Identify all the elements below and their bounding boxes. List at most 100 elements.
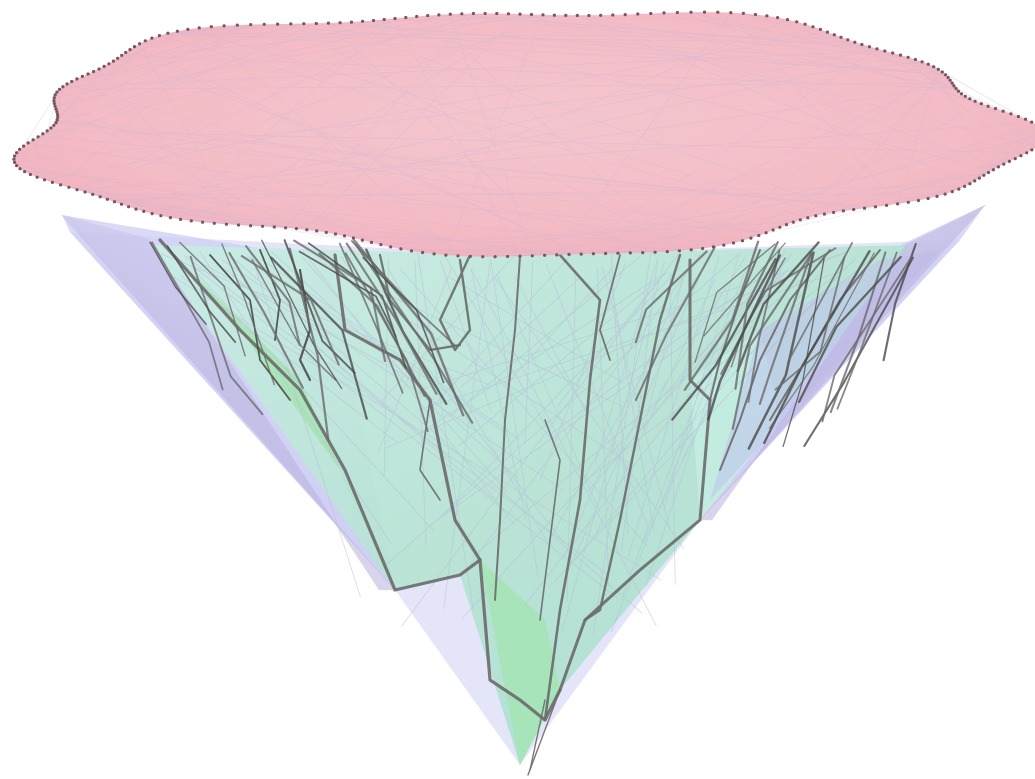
leaf-node	[564, 14, 567, 17]
leaf-node	[883, 49, 886, 52]
leaf-node	[361, 239, 364, 242]
leaf-node	[729, 11, 732, 14]
leaf-node	[370, 241, 373, 244]
leaf-node	[891, 51, 894, 54]
leaf-node	[716, 11, 719, 14]
leaf-node	[823, 212, 826, 215]
leaf-node	[701, 247, 704, 250]
leaf-node	[410, 249, 413, 252]
leaf-node	[144, 39, 147, 42]
leaf-node	[23, 170, 26, 173]
leaf-node	[518, 255, 521, 258]
leaf-node	[179, 218, 182, 221]
leaf-node	[225, 223, 228, 226]
leaf-node	[799, 218, 802, 221]
leaf-node	[127, 205, 130, 208]
leaf-node	[15, 164, 18, 167]
leaf-node	[839, 36, 842, 39]
leaf-node	[951, 190, 954, 193]
leaf-node	[124, 51, 127, 54]
leaf-node	[804, 23, 807, 26]
leaf-node	[992, 168, 995, 171]
leaf-node	[350, 21, 353, 24]
leaf-node	[914, 58, 917, 61]
leaf-node	[55, 91, 58, 94]
leaf-node	[949, 79, 952, 82]
leaf-node	[792, 221, 795, 224]
leaf-node	[1025, 151, 1028, 154]
leaf-node	[978, 177, 981, 180]
leaf-node	[190, 219, 193, 222]
leaf-node	[176, 30, 179, 33]
leaf-node	[494, 255, 497, 258]
leaf-node	[951, 82, 954, 85]
leaf-node	[786, 18, 789, 21]
leaf-node	[1002, 163, 1005, 166]
leaf-node	[765, 14, 768, 17]
leaf-node	[116, 57, 119, 60]
leaf-node	[166, 32, 169, 35]
leaf-node	[833, 33, 836, 36]
leaf-node	[666, 250, 669, 253]
leaf-node	[974, 100, 977, 103]
leaf-node	[276, 23, 279, 26]
leaf-node	[863, 207, 866, 210]
leaf-node	[689, 11, 692, 14]
leaf-node	[352, 236, 355, 239]
leaf-node	[819, 28, 822, 31]
leaf-node	[1008, 160, 1011, 163]
leaf-node	[957, 188, 960, 191]
leaf-node	[460, 12, 463, 15]
leaf-node	[15, 151, 18, 154]
leaf-node	[481, 255, 484, 258]
leaf-node	[576, 14, 579, 17]
leaf-node	[37, 135, 40, 138]
leaf-node	[917, 199, 920, 202]
leaf-node	[99, 195, 102, 198]
leaf-node	[103, 65, 106, 68]
leaf-node	[469, 255, 472, 258]
leaf-node	[853, 41, 856, 44]
leaf-node	[361, 20, 364, 23]
leaf-node	[81, 75, 84, 78]
leaf-node	[826, 30, 829, 33]
leaf-node	[896, 202, 899, 205]
leaf-node	[846, 38, 849, 41]
leaf-node	[334, 232, 337, 235]
leaf-node	[973, 179, 976, 182]
leaf-node	[944, 73, 947, 76]
leaf-node	[1030, 148, 1033, 151]
leaf-node	[778, 226, 781, 229]
leaf-node	[963, 185, 966, 188]
leaf-node	[201, 221, 204, 224]
leaf-node	[484, 12, 487, 15]
leaf-node	[811, 25, 814, 28]
leaf-node	[46, 129, 49, 132]
leaf-node	[236, 24, 239, 27]
leaf-node	[932, 65, 935, 68]
leaf-node	[860, 43, 863, 46]
leaf-node	[43, 178, 46, 181]
leaf-node	[159, 214, 162, 217]
leaf-node	[142, 210, 145, 213]
leaf-node	[22, 145, 25, 148]
leaf-node	[636, 12, 639, 15]
leaf-node	[649, 12, 652, 15]
leaf-node	[968, 97, 971, 100]
leaf-node	[754, 13, 757, 16]
leaf-node	[421, 251, 424, 254]
leaf-node	[629, 251, 632, 254]
leaf-node	[703, 11, 706, 14]
leaf-node	[327, 22, 330, 25]
leaf-node	[580, 253, 583, 256]
leaf-node	[113, 200, 116, 203]
leaf-node	[325, 231, 328, 234]
leaf-node	[1014, 157, 1017, 160]
leaf-node	[12, 158, 15, 161]
leaf-node	[54, 108, 57, 111]
leaf-node	[284, 226, 287, 229]
leaf-node	[289, 22, 292, 25]
leaf-node	[690, 248, 693, 251]
leaf-node	[506, 255, 509, 258]
